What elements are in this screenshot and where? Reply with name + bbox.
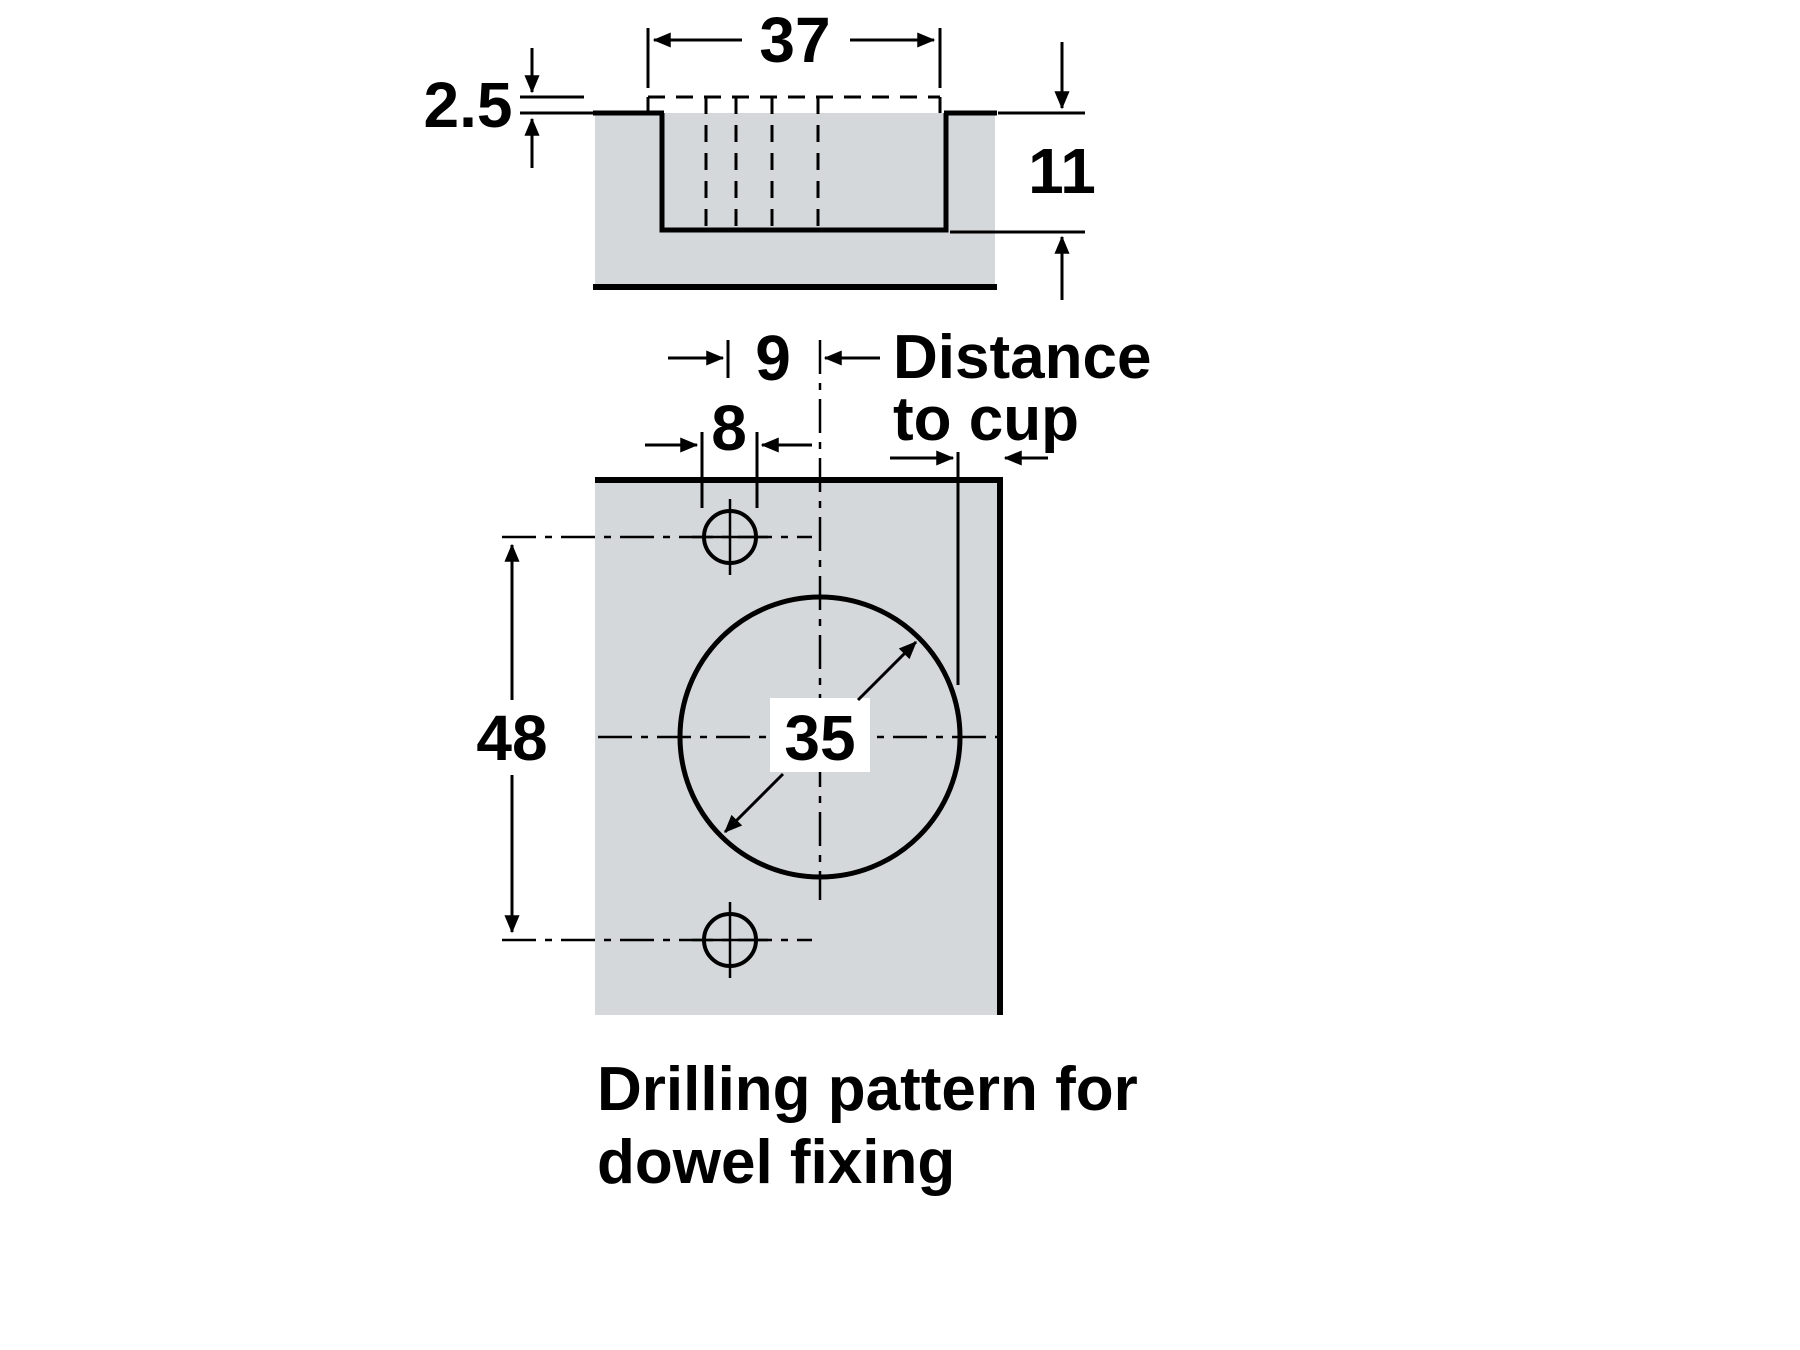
distance-to-cup-line2: to cup [893,385,1079,454]
caption: Drilling pattern for dowel fixing [597,1055,1138,1197]
dim-11: 11 [950,42,1096,300]
dim-2-5-value: 2.5 [424,69,513,141]
hidden-lines [646,95,942,228]
dim-8-value: 8 [711,392,747,464]
dim-11-value: 11 [1028,135,1096,207]
side-view: 37 2.5 11 [424,4,1096,300]
cup-hole-circle [677,594,963,880]
dim-37-value: 37 [759,4,830,76]
distance-to-cup-line1: Distance [893,323,1151,392]
dowel-hole-top [692,499,768,575]
dim-37: 37 [646,4,942,88]
dim-48: 48 [476,543,548,934]
distance-to-cup: Distance to cup [890,323,1151,466]
dim-9-value: 9 [755,322,791,394]
dim-2-5: 2.5 [424,48,597,168]
dim-35-value: 35 [784,702,855,774]
dim-35: 35 [723,640,918,834]
dim-8: 8 [645,392,812,508]
caption-line2: dowel fixing [597,1128,955,1197]
caption-line1: Drilling pattern for [597,1055,1138,1124]
dowel-hole-bottom [692,902,768,978]
front-view: 9 8 Distance to cup 48 [476,322,1151,1015]
side-view-panel [595,113,995,290]
dim-48-value: 48 [476,702,547,774]
dim-9: 9 [668,322,880,394]
cup-recess [659,113,949,233]
